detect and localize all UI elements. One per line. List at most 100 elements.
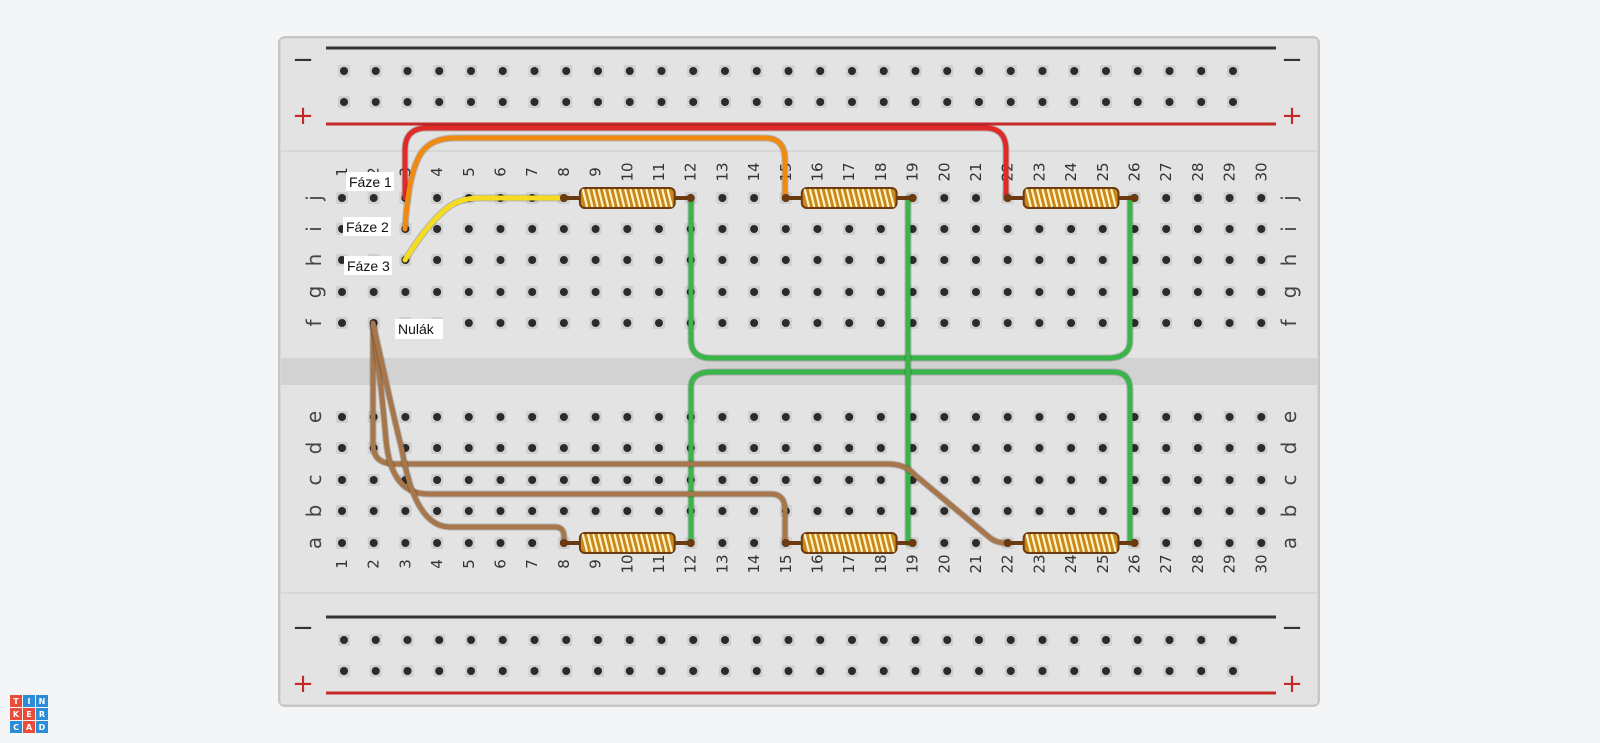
wire-neutral-2[interactable] [370, 320, 788, 546]
rail-hole-0-7 [530, 67, 539, 75]
coil-bottom-1-turn [618, 533, 626, 553]
rail-sign-top-left-minus: − [292, 45, 314, 75]
hole-h24 [1067, 256, 1076, 264]
rail-hole-2-26 [1133, 636, 1142, 644]
hole-c15 [781, 476, 790, 484]
hole-i21 [972, 225, 980, 233]
coil-top-3[interactable] [1003, 187, 1139, 209]
coil-bottom-1-pin-a [559, 539, 568, 547]
coil-top-3-turn [1083, 188, 1091, 208]
coil-top-3-turn [1036, 188, 1043, 208]
coil-top-1-turn [608, 188, 615, 208]
column-numbers: 1122334455667788991010111112121313141415… [333, 162, 1270, 573]
column-number: 3 [396, 559, 414, 569]
coil-top-1-pin-b [686, 194, 695, 202]
hole-c7 [528, 476, 537, 484]
coil-bottom-3-turn [1046, 533, 1054, 553]
column-number: 13 [713, 554, 731, 573]
hole-f18 [876, 319, 885, 327]
hole-g14 [750, 288, 759, 296]
rail-hole-0-20 [943, 67, 952, 75]
column-number: 1 [333, 167, 351, 177]
rail-hole-2-14 [752, 636, 761, 644]
coil-bottom-2-pin-a [781, 539, 790, 547]
column-number: 10 [618, 162, 636, 181]
coil-bottom-3[interactable] [1003, 532, 1139, 554]
hole-d5 [464, 444, 473, 452]
hole-a29 [1225, 539, 1234, 547]
hole-g30 [1257, 288, 1266, 296]
hole-h8 [559, 256, 568, 264]
rail-hole-0-21 [975, 67, 983, 75]
hole-d6 [496, 444, 505, 452]
coil-bottom-1-pin-b [686, 539, 695, 547]
rail-hole-1-4 [435, 98, 444, 106]
rail-hole-1-2 [371, 98, 380, 106]
hole-a13 [718, 539, 727, 547]
wire-phase-1[interactable] [402, 125, 1009, 201]
coil-top-1-turn [602, 188, 610, 208]
column-number: 19 [904, 554, 922, 573]
rail-hole-3-22 [1006, 667, 1015, 675]
hole-h23 [1035, 256, 1044, 264]
rail-hole-0-26 [1133, 67, 1142, 75]
coil-top-2-turn [830, 188, 837, 208]
coil-bottom-3-pin-b [1130, 539, 1139, 547]
coil-bottom-3-turn [1078, 533, 1085, 553]
column-number: 24 [1062, 554, 1080, 573]
column-number: 24 [1062, 162, 1080, 181]
coil-bottom-2[interactable] [781, 532, 917, 554]
hole-j27 [1162, 194, 1171, 202]
hole-e14 [750, 413, 759, 421]
hole-a1 [338, 539, 346, 547]
hole-i20 [940, 225, 949, 233]
column-number: 9 [587, 559, 605, 569]
hole-h14 [750, 256, 759, 264]
hole-d10 [623, 444, 632, 452]
hole-d4 [433, 444, 442, 452]
coil-bottom-3-turn [1057, 533, 1064, 553]
hole-a2 [369, 539, 378, 547]
coil-bottom-1-turn [597, 533, 604, 553]
label-phase-1: Fáze 1 [346, 172, 394, 191]
row-letter-d: d [1277, 442, 1301, 455]
label-phase-3: Fáze 3 [344, 256, 392, 275]
rail-hole-1-25 [1102, 98, 1110, 106]
hole-d19 [908, 444, 917, 452]
wire-neutral-1[interactable] [370, 320, 1009, 546]
hole-g16 [813, 288, 822, 296]
hole-e30 [1257, 413, 1266, 421]
coil-bottom-1-turn [613, 533, 620, 553]
coil-top-3-turn [1099, 188, 1107, 208]
column-number: 7 [523, 167, 541, 177]
hole-a6 [496, 539, 505, 547]
hole-g17 [845, 288, 854, 296]
hole-d16 [813, 444, 822, 452]
rail-hole-3-19 [911, 667, 920, 675]
rail-hole-3-6 [498, 667, 507, 675]
hole-e8 [559, 413, 568, 421]
wire-star-bottom[interactable] [688, 369, 1133, 546]
coil-bottom-3-turn [1099, 533, 1107, 553]
hole-d25 [1098, 444, 1107, 452]
coil-bottom-1[interactable] [559, 532, 695, 554]
logo-letter: R [36, 708, 48, 720]
rail-hole-0-11 [657, 67, 666, 75]
hole-h25 [1098, 256, 1107, 264]
wire-phase-3[interactable] [402, 195, 567, 263]
coil-top-2[interactable] [781, 187, 917, 209]
hole-f14 [750, 319, 759, 327]
hole-g23 [1035, 288, 1044, 296]
rail-hole-1-28 [1197, 98, 1206, 106]
rail-hole-2-17 [848, 636, 856, 644]
coil-top-1-turn [581, 188, 589, 208]
wire-neutral-3[interactable] [370, 320, 567, 546]
hole-e27 [1162, 413, 1171, 421]
rail-hole-1-27 [1165, 98, 1174, 106]
coil-top-1[interactable] [559, 187, 695, 209]
rail-hole-3-21 [975, 667, 983, 675]
hole-g22 [1003, 288, 1012, 296]
coil-bottom-2-turn [872, 533, 879, 553]
wire-phase-2[interactable] [402, 135, 788, 232]
